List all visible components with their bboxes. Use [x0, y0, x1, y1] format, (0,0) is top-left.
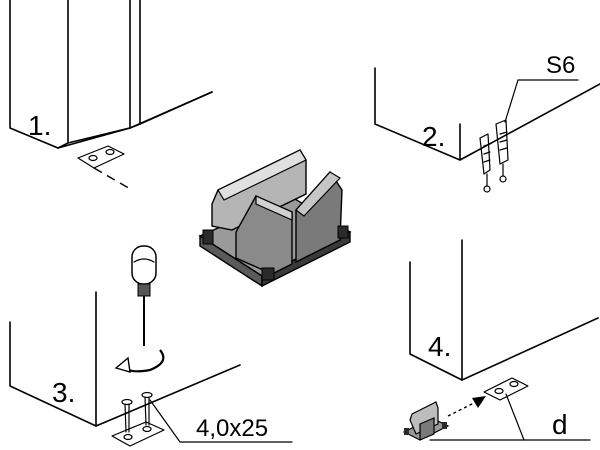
step2-wall-plug-right — [495, 119, 509, 183]
rotation-arrowhead — [114, 356, 131, 373]
clip-front-wall-right-top — [295, 171, 341, 217]
step3-floor-edge — [95, 364, 241, 427]
screwdriver-icon — [131, 245, 157, 346]
step4-small-clip — [402, 401, 450, 441]
step1-dashed-alignment-line — [93, 167, 133, 191]
step4-cabinet-edge — [409, 239, 463, 381]
step-1: 1. — [9, 0, 213, 191]
step3-cabinet-panel — [9, 291, 97, 427]
clip-corner-tab-left — [202, 229, 214, 245]
step2-cabinet-edge — [374, 67, 600, 161]
clip-corner-tab-right — [337, 225, 349, 239]
step1-mounting-plate — [77, 145, 125, 169]
step4-insert-arrowhead — [472, 396, 486, 408]
clip-component — [198, 149, 352, 288]
step3-callout-screw-size: 4,0x25 — [196, 415, 268, 442]
screwdriver-ferrule — [137, 283, 151, 297]
clip-front-wall-left-top — [255, 195, 293, 221]
step4-label: 4. — [428, 331, 451, 362]
step3-mounting-plate — [111, 421, 165, 447]
step4-callout-d: d — [552, 409, 568, 440]
step1-plinth-edge — [139, 91, 213, 125]
step4-floor-edge — [461, 317, 599, 381]
step1-cabinet-panel-right — [129, 0, 141, 129]
step-4: d 4. — [402, 239, 599, 441]
screwdriver-handle — [131, 245, 157, 285]
step4-insert-arrow-line — [447, 401, 477, 417]
step2-wall-plug-left — [479, 133, 491, 193]
clip-corner-tab-front — [261, 267, 275, 281]
clip-back-wall-top — [217, 149, 307, 201]
step3-callout-leader — [149, 399, 293, 443]
step1-label: 1. — [28, 110, 51, 141]
step1-gap-edge — [67, 127, 131, 144]
step3-screw-right — [141, 391, 153, 426]
step2-callout-leader — [504, 79, 579, 123]
step-2: S6 2. — [374, 52, 600, 193]
step3-screw-left — [121, 398, 133, 433]
step-3: 4,0x25 3. — [9, 245, 293, 447]
step4-dimension-leader — [505, 393, 525, 441]
step2-callout-s6: S6 — [546, 52, 575, 79]
step3-label: 3. — [52, 377, 75, 408]
step2-label: 2. — [422, 121, 445, 152]
step4-mounting-plate — [483, 377, 529, 401]
